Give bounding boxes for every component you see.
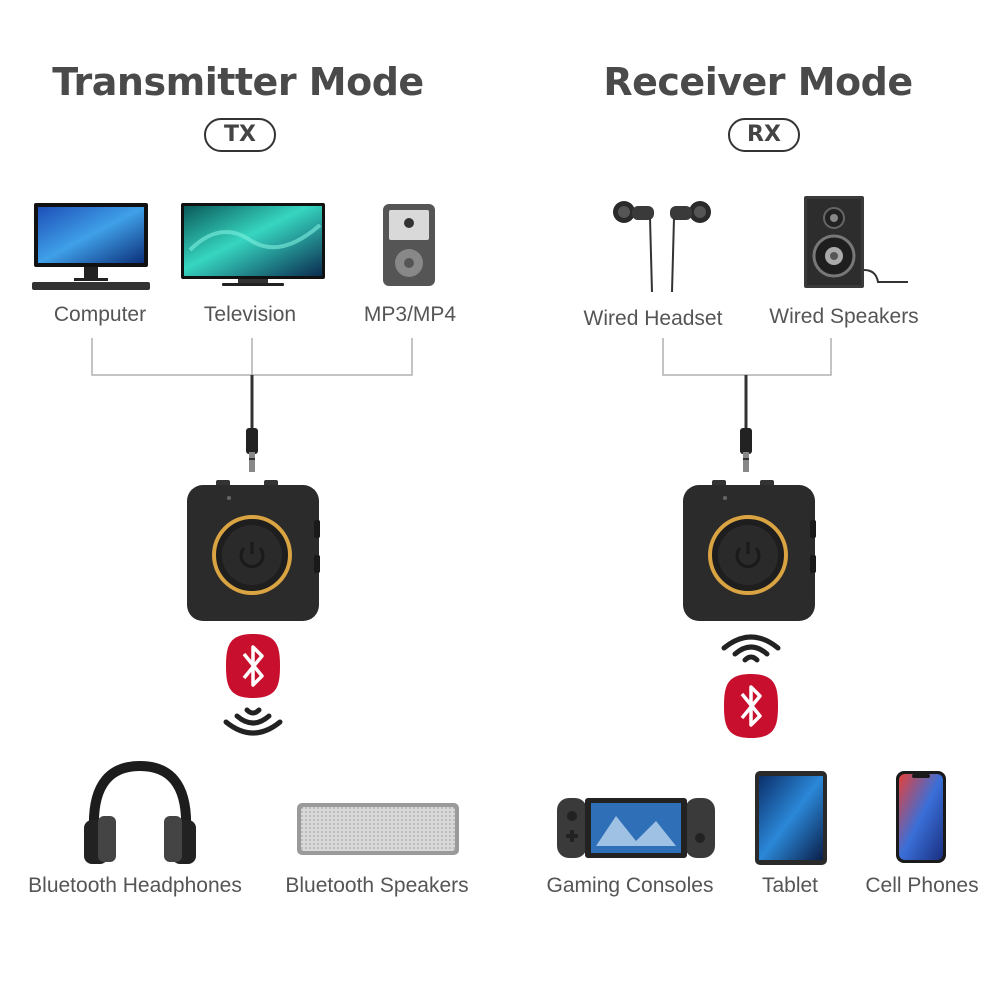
bluetooth-speaker-icon	[297, 803, 459, 855]
headphones-icon	[84, 760, 196, 864]
phone-icon	[896, 771, 946, 863]
rx-input-label-speakers: Wired Speakers	[769, 305, 919, 328]
receiver-title: Receiver Mode	[603, 60, 913, 104]
tx-input-label-television: Television	[203, 303, 297, 326]
tx-output-label-speakers: Bluetooth Speakers	[285, 874, 469, 897]
game-console-icon	[557, 798, 715, 858]
tx-badge: TX	[204, 118, 276, 152]
rx-bluetooth-icon	[724, 674, 778, 738]
tx-input-label-mp3: MP3/MP4	[363, 303, 457, 326]
tx-input-label-computer: Computer	[53, 303, 147, 326]
rx-badge: RX	[728, 118, 800, 152]
tx-connector-lines	[91, 338, 413, 472]
rx-output-label-phones: Cell Phones	[865, 874, 979, 897]
transmitter-title: Transmitter Mode	[52, 60, 424, 104]
rx-output-label-consoles: Gaming Consoles	[546, 874, 714, 897]
rx-connector-lines	[662, 338, 832, 472]
speaker-icon	[804, 196, 908, 288]
computer-icon	[32, 203, 150, 290]
tx-adapter-device	[187, 480, 320, 621]
tx-signal-waves-icon	[223, 707, 283, 736]
tablet-icon	[755, 771, 827, 865]
television-icon	[181, 203, 325, 286]
earphones-icon	[613, 201, 711, 293]
rx-input-label-headset: Wired Headset	[583, 307, 723, 330]
tx-bluetooth-icon	[226, 634, 280, 698]
rx-signal-waves-icon	[721, 634, 781, 663]
rx-adapter-device	[683, 480, 816, 621]
mp3-player-icon	[383, 204, 435, 286]
rx-output-label-tablet: Tablet	[761, 874, 819, 897]
tx-output-label-headphones: Bluetooth Headphones	[28, 874, 242, 897]
